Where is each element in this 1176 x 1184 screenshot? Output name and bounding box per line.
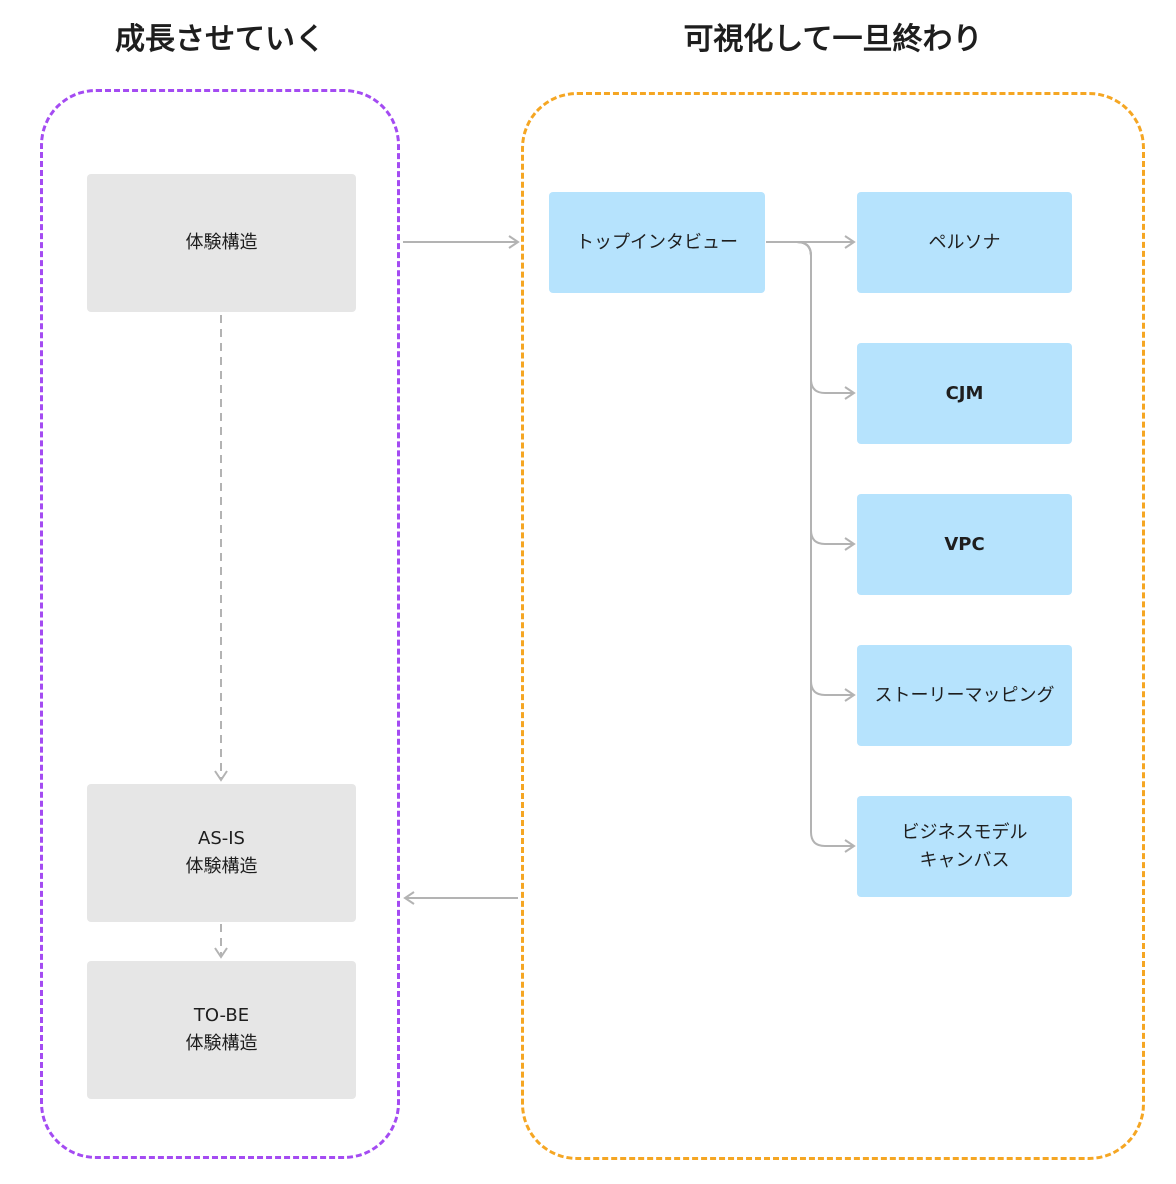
- top-interview-label: トップインタビュー: [576, 231, 738, 253]
- cjm-card[interactable]: CJM: [857, 343, 1072, 444]
- as-is-subtitle: 体験構造: [185, 856, 258, 877]
- as-is-experience-structure-card[interactable]: AS-IS 体験構造: [87, 784, 356, 922]
- to-be-subtitle: 体験構造: [185, 1033, 258, 1054]
- top-interview-card[interactable]: トップインタビュー: [549, 192, 765, 293]
- vpc-card[interactable]: VPC: [857, 494, 1072, 595]
- visualize-group-container: [521, 92, 1145, 1160]
- persona-card[interactable]: ペルソナ: [857, 192, 1072, 293]
- story-mapping-card[interactable]: ストーリーマッピング: [857, 645, 1072, 746]
- visualize-group-title: 可視化して一旦終わり: [683, 22, 983, 57]
- canvas-label: キャンバス: [919, 849, 1010, 871]
- to-be-experience-structure-card[interactable]: TO-BE 体験構造: [87, 961, 356, 1099]
- story-mapping-label: ストーリーマッピング: [874, 684, 1055, 706]
- to-be-label: TO-BE: [193, 1005, 250, 1026]
- business-model-canvas-card[interactable]: ビジネスモデル キャンバス: [857, 796, 1072, 897]
- persona-label: ペルソナ: [928, 231, 1001, 253]
- business-model-label: ビジネスモデル: [901, 821, 1028, 843]
- growth-group-title: 成長させていく: [115, 22, 325, 57]
- as-is-label: AS-IS: [198, 828, 245, 849]
- experience-structure-label: 体験構造: [185, 232, 258, 253]
- cjm-label: CJM: [945, 382, 984, 404]
- growth-group-container: [40, 89, 400, 1159]
- experience-structure-card[interactable]: 体験構造: [87, 174, 356, 312]
- vpc-label: VPC: [944, 533, 985, 555]
